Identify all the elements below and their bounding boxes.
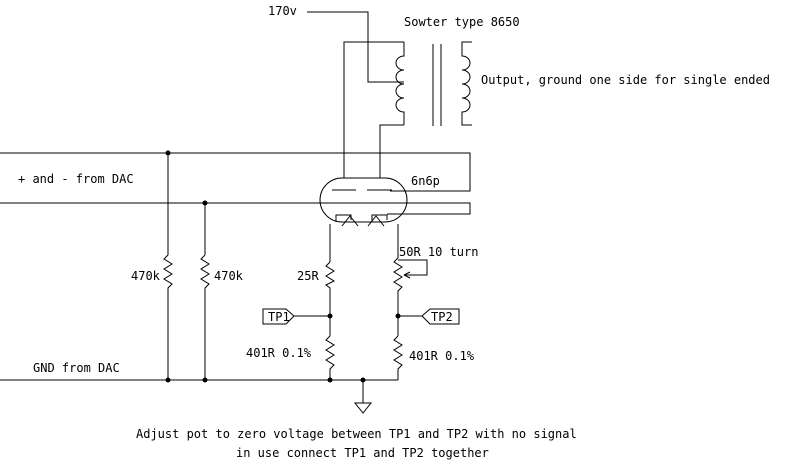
resistor-470k-2 (200, 254, 210, 380)
note-line-1: Adjust pot to zero voltage between TP1 a… (136, 427, 577, 441)
resistor-470k-2-label: 470k (214, 269, 244, 283)
transformer-label: Sowter type 8650 (404, 15, 520, 29)
ground-icon (353, 402, 373, 414)
potentiometer-label: 50R 10 turn (399, 245, 478, 259)
resistor-25r-label: 25R (297, 269, 319, 283)
output-transformer (343, 41, 472, 178)
tp1-flag (262, 308, 333, 325)
resistor-401r-left (325, 335, 335, 380)
potentiometer-50r (393, 257, 428, 336)
cathode-wires (329, 224, 399, 262)
tp1-label: TP1 (268, 310, 290, 324)
resistor-470k-1-label: 470k (131, 269, 161, 283)
output-label: Output, ground one side for single ended (481, 73, 770, 87)
gnd-input-label: GND from DAC (33, 361, 120, 375)
resistor-25r (325, 261, 336, 336)
ground-bus (0, 377, 398, 403)
resistor-470k-1 (163, 254, 173, 380)
note-line-2: in use connect TP1 and TP2 together (236, 446, 489, 460)
resistor-401r-left-label: 401R 0.1% (246, 346, 312, 360)
resistor-401r-right (393, 335, 403, 380)
resistor-401r-right-label: 401R 0.1% (409, 349, 475, 363)
tube-label: 6n6p (411, 174, 440, 188)
supply-label: 170v (268, 4, 297, 18)
tube-6n6p (319, 177, 408, 227)
supply-wire (307, 11, 404, 83)
input-label: + and - from DAC (18, 172, 134, 186)
input-wires (0, 150, 471, 255)
tp2-label: TP2 (431, 310, 453, 324)
tp2-flag (395, 308, 460, 325)
